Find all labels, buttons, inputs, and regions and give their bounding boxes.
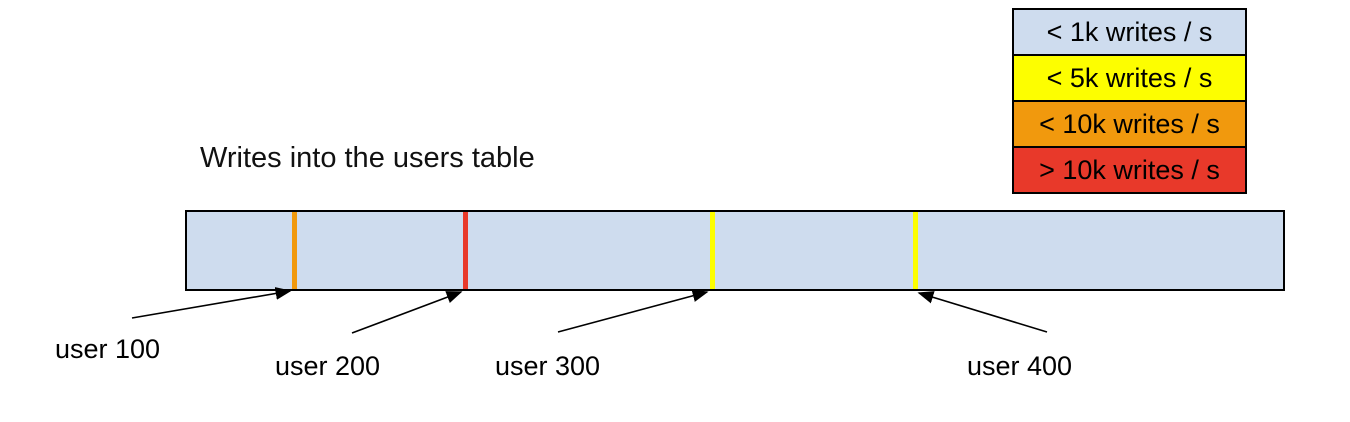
label-user-300: user 300 — [495, 351, 601, 381]
legend-item-gt-10k: > 10k writes / s — [1012, 146, 1247, 194]
arrow-user-200 — [351, 291, 463, 334]
arrow-user-300 — [557, 289, 709, 333]
legend-item-label: < 10k writes / s — [1039, 108, 1220, 139]
legend-item-label: > 10k writes / s — [1039, 154, 1220, 185]
label-user-400: user 400 — [967, 351, 1073, 381]
legend-item-lt-1k: < 1k writes / s — [1012, 8, 1247, 56]
legend-item-lt-10k: < 10k writes / s — [1012, 100, 1247, 148]
legend-item-label: < 5k writes / s — [1046, 62, 1213, 93]
arrow-user-100 — [131, 287, 292, 319]
arrow-user-400 — [917, 291, 1048, 333]
hotspot-marker-user-400 — [913, 212, 918, 289]
legend-item-lt-5k: < 5k writes / s — [1012, 54, 1247, 102]
label-user-100: user 100 — [55, 334, 161, 364]
diagram-title: Writes into the users table — [200, 142, 535, 174]
users-table-bar — [185, 210, 1285, 291]
hotspot-marker-user-100 — [292, 212, 297, 289]
label-user-200: user 200 — [275, 351, 381, 381]
write-rate-legend: < 1k writes / s < 5k writes / s < 10k wr… — [1012, 8, 1247, 194]
hotspot-marker-user-200 — [463, 212, 468, 289]
legend-item-label: < 1k writes / s — [1046, 16, 1213, 47]
hotspot-marker-user-300 — [710, 212, 715, 289]
